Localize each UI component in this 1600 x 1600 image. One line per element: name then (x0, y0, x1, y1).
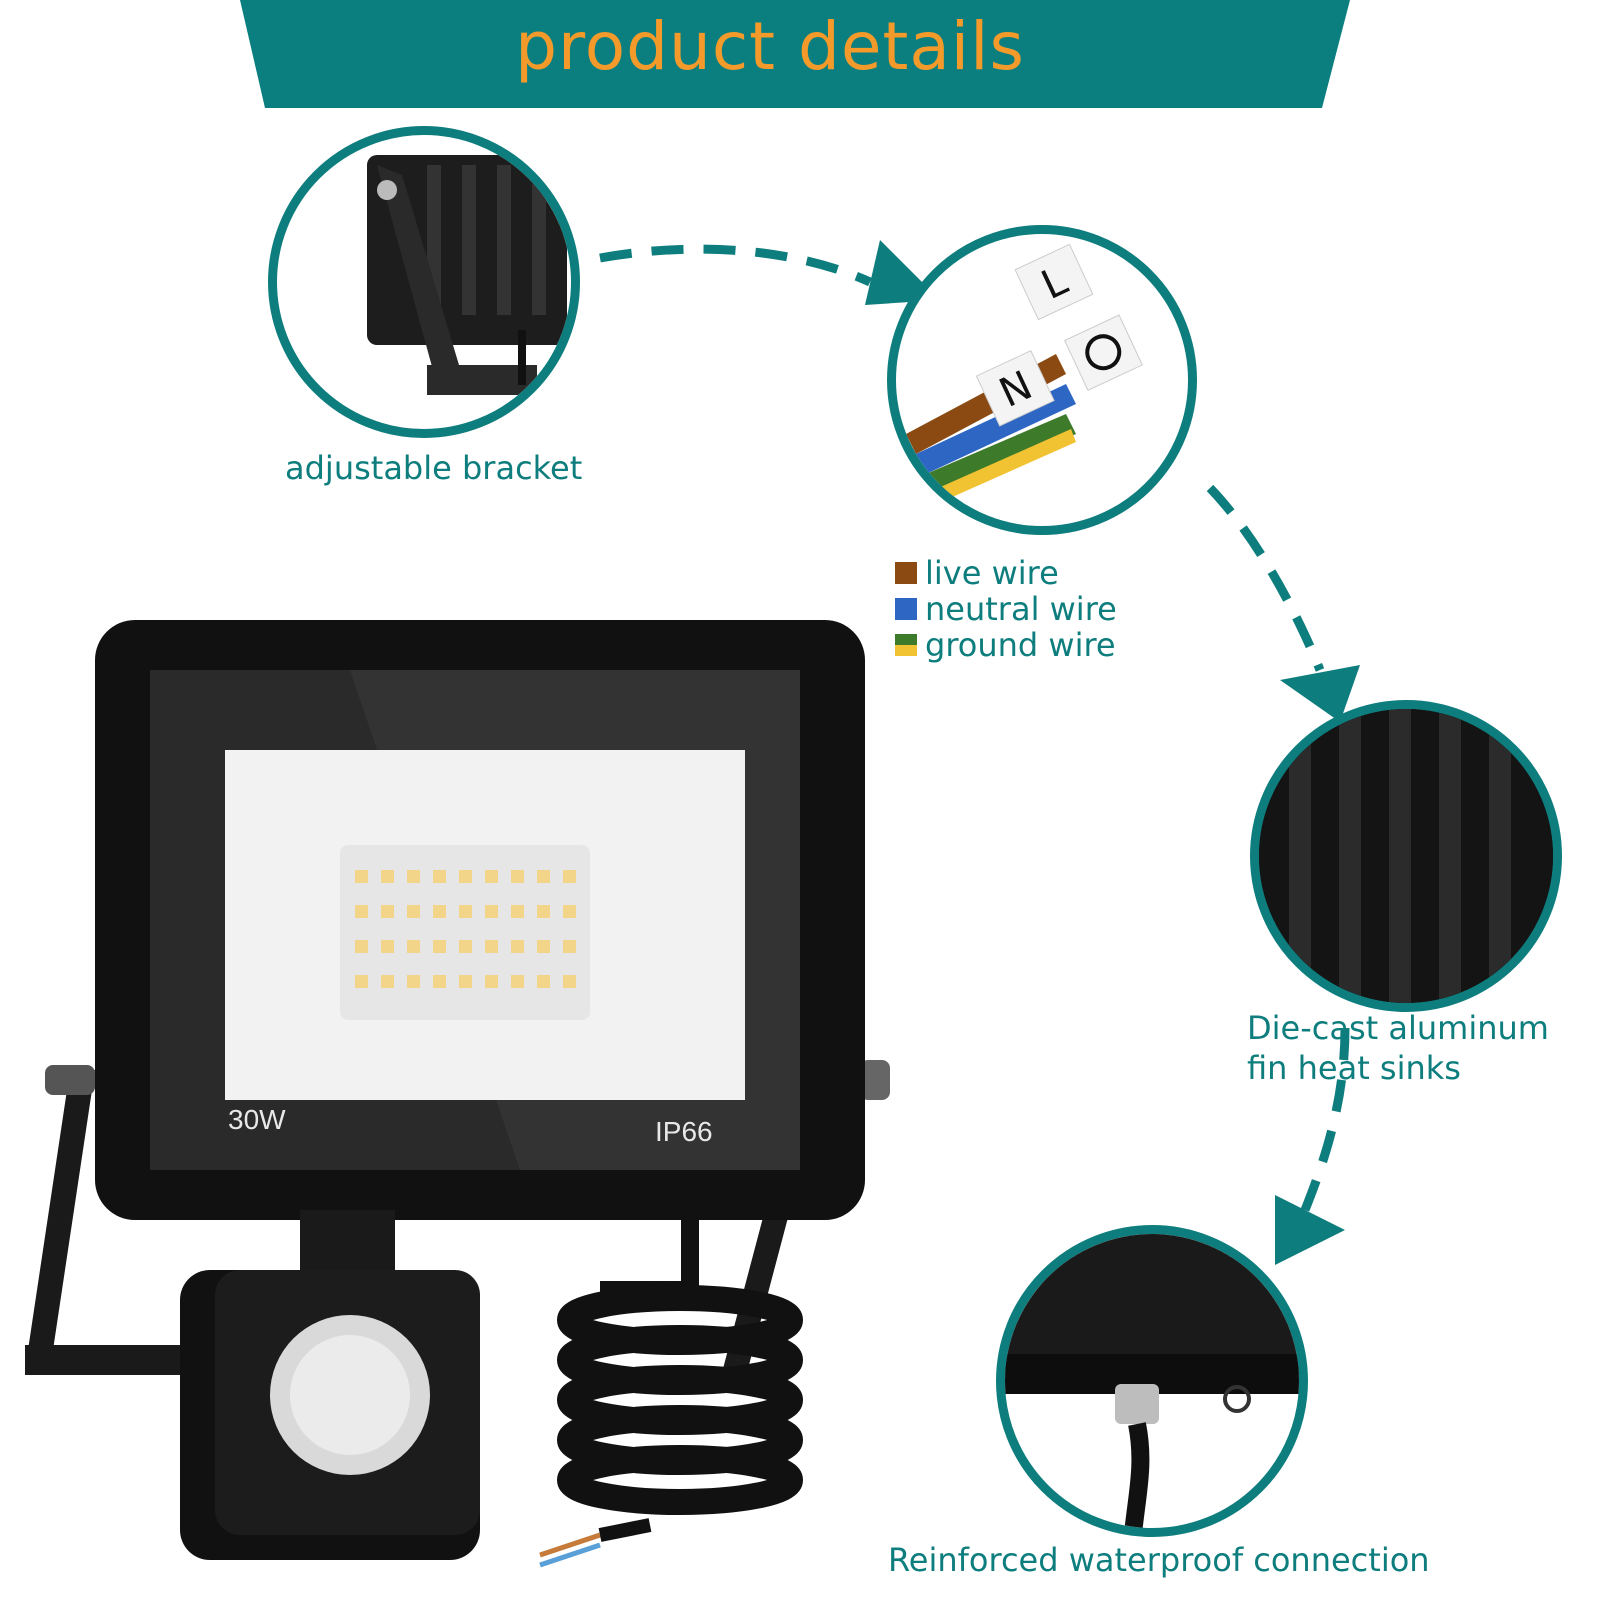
ip-rating-label: IP66 (655, 1116, 713, 1147)
arrow-path-3 (1300, 1027, 1350, 1212)
legend-item-neutral: neutral wire (895, 590, 1117, 628)
heat-sink-closeup (1250, 700, 1562, 1012)
legend-item-ground: ground wire (895, 626, 1117, 664)
heat-sink-caption: Die-cast aluminum fin heat sinks (1247, 1009, 1549, 1087)
wire-terminal-closeup-icon: L N (906, 243, 1143, 502)
ground-swatch (895, 634, 917, 656)
legend-item-live: live wire (895, 554, 1117, 592)
arrow-path-2 (1206, 484, 1325, 672)
heat-sink-closeup-icon (1259, 709, 1553, 1003)
led-array (355, 870, 576, 988)
waterproof-connector-closeup (996, 1225, 1308, 1537)
bracket-closeup (268, 126, 580, 438)
bracket-caption: adjustable bracket (285, 449, 583, 487)
waterproof-caption: Reinforced waterproof connection (888, 1541, 1430, 1579)
page-title: product details (515, 8, 1025, 85)
waterproof-connector-closeup-icon (1005, 1234, 1299, 1528)
header-banner: product details (0, 0, 1600, 110)
arrow-head-2 (1280, 665, 1360, 722)
ground-symbol-icon (1085, 334, 1122, 371)
floodlight-product (25, 620, 890, 1568)
arrow-head-3 (1275, 1195, 1345, 1265)
bracket-closeup-icon (367, 155, 567, 395)
banner-shape (240, 0, 1350, 108)
live-swatch (895, 562, 917, 584)
neutral-swatch (895, 598, 917, 620)
arrow-path-1 (599, 244, 872, 287)
wire-legend: live wire neutral wire ground wire (895, 554, 1117, 664)
wattage-label: 30W (228, 1104, 286, 1135)
wire-terminal-closeup: L N (887, 225, 1197, 535)
